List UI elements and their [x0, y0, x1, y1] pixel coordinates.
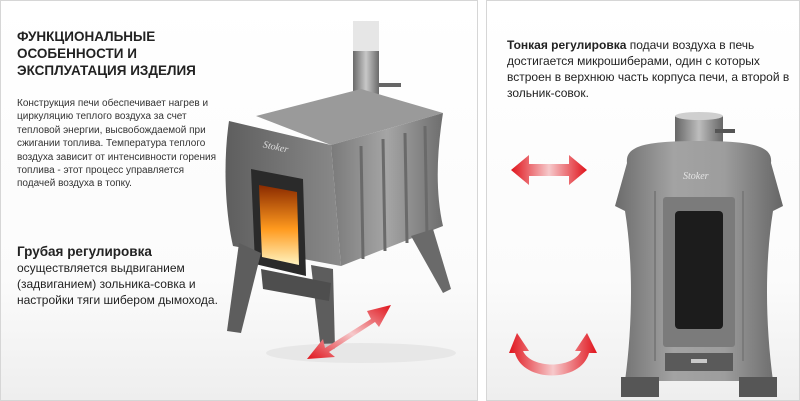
fire-window	[259, 185, 299, 265]
stove-logo: Stoker	[683, 171, 709, 182]
back-leg	[411, 229, 451, 293]
section-title: ФУНКЦИОНАЛЬНЫЕ ОСОБЕННОСТИ И ЭКСПЛУАТАЦИ…	[17, 28, 227, 79]
stove-glass	[675, 211, 723, 329]
ash-drawer-damper	[691, 359, 707, 363]
fine-adjustment-heading: Тонкая регулировка	[507, 38, 627, 52]
right-panel: Тонкая регулировка подачи воздуха в печь…	[486, 0, 800, 401]
right-foot	[739, 377, 777, 397]
double-arrow-icon	[511, 155, 587, 185]
coarse-adjustment-heading: Грубая регулировка	[17, 244, 152, 259]
stove-logo: Stoker	[262, 139, 289, 155]
stove-top	[256, 89, 443, 145]
fine-adjustment-body: подачи воздуха в печь достигается микрош…	[507, 38, 790, 100]
coarse-adjustment-body: осуществляется выдвиганием (задвиганием)…	[17, 261, 218, 307]
damper-handle	[379, 83, 401, 87]
double-arrow-icon	[307, 305, 391, 359]
title-line-3: ЭКСПЛУАТАЦИЯ ИЗДЕЛИЯ	[17, 63, 196, 78]
fine-adjustment-text: Тонкая регулировка подачи воздуха в печь…	[507, 37, 795, 101]
stove-illustration-front: Stoker	[615, 112, 783, 397]
front-left-leg	[227, 243, 261, 333]
stove-side	[331, 113, 443, 266]
title-line-2: ОСОБЕННОСТИ И	[17, 46, 137, 61]
stove-description: Конструкция печи обеспечивает нагрев и ц…	[17, 98, 216, 190]
left-foot	[621, 377, 659, 397]
curved-double-arrow-icon	[509, 333, 597, 376]
ash-drawer	[261, 269, 331, 301]
left-panel: ФУНКЦИОНАЛЬНЫЕ ОСОБЕННОСТИ И ЭКСПЛУАТАЦИ…	[0, 0, 478, 401]
coarse-adjustment-text: Грубая регулировка осуществляется выдвиг…	[17, 244, 227, 308]
stove-illustration-angled: Stoker	[225, 21, 456, 363]
title-line-1: ФУНКЦИОНАЛЬНЫЕ	[17, 29, 156, 44]
damper-handle	[715, 129, 735, 133]
